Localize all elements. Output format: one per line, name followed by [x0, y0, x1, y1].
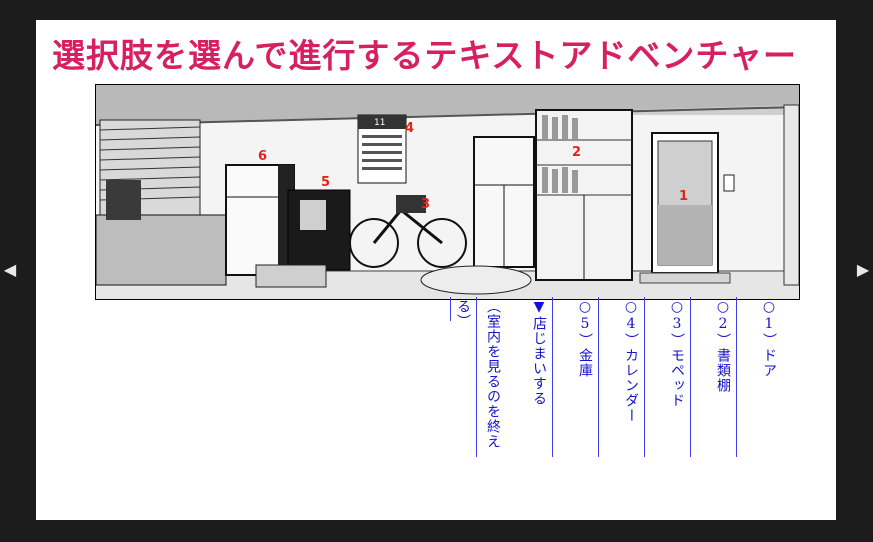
choice-option-calendar[interactable]: ○4）カレンダー	[598, 297, 642, 457]
choice-option-door[interactable]: ○1）ドア	[736, 297, 780, 457]
choice-option-safe[interactable]: ○5）金庫	[552, 297, 596, 457]
scene-marker-door[interactable]: 1	[679, 189, 689, 204]
scene-marker-bookshelf[interactable]: 2	[572, 145, 582, 160]
game-page: 選択肢を選んで進行するテキストアドベンチャー	[36, 20, 836, 520]
scene-marker-moped[interactable]: 3	[421, 197, 431, 212]
choice-bullet: ○	[669, 299, 685, 316]
choice-label: 4）カレンダー	[623, 316, 639, 423]
choice-option-close-shop[interactable]: ▼店じまいする	[506, 297, 550, 457]
room-scene-svg	[96, 85, 799, 299]
selected-arrow-icon: ▼	[531, 299, 547, 316]
choice-label-continuation: る）	[455, 299, 471, 329]
previous-page-arrow[interactable]: ◀	[3, 260, 17, 279]
scene-marker-fridge[interactable]: 6	[258, 149, 268, 164]
room-scene-illustration[interactable]: 1 2 3 4 5 6 11	[95, 84, 800, 300]
choice-label: 5）金庫	[577, 316, 593, 378]
scene-marker-calendar[interactable]: 4	[405, 121, 415, 136]
choice-label: 1）ドア	[761, 316, 777, 378]
choice-option-finish-viewing-cont[interactable]: る）	[450, 297, 474, 329]
choice-label: （室内を見るのを終え	[485, 299, 501, 449]
choice-bullet: ○	[577, 299, 593, 316]
choice-option-bookshelf[interactable]: ○2）書類棚	[690, 297, 734, 457]
scene-marker-safe[interactable]: 5	[321, 175, 331, 190]
choice-option-finish-viewing[interactable]: （室内を見るのを終え	[476, 297, 504, 457]
choice-bullet: ○	[715, 299, 731, 316]
next-page-arrow[interactable]: ▶	[856, 260, 870, 279]
page-title: 選択肢を選んで進行するテキストアドベンチャー	[52, 36, 798, 75]
choice-label: 店じまいする	[531, 316, 547, 406]
choice-option-moped[interactable]: ○3）モペッド	[644, 297, 688, 457]
choice-label: 3）モペッド	[669, 316, 685, 408]
choice-label: 2）書類棚	[715, 316, 731, 393]
choice-bullet: ○	[623, 299, 639, 316]
choice-bullet: ○	[761, 299, 777, 316]
calendar-number: 11	[374, 118, 386, 128]
